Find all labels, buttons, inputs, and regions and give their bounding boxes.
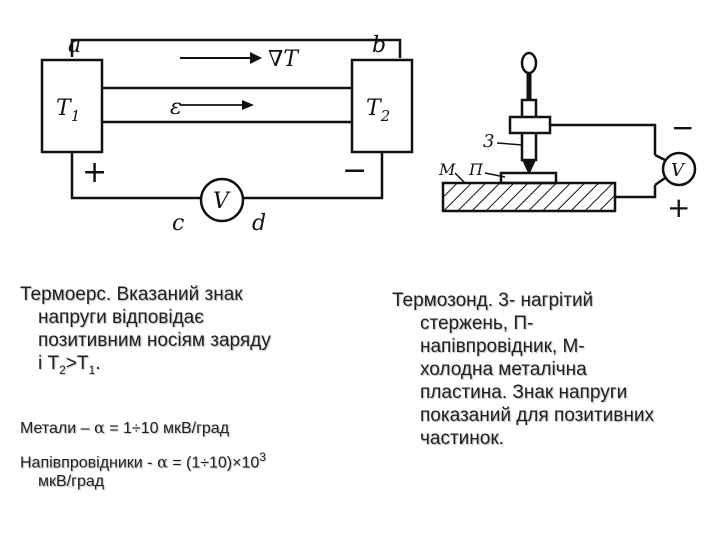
thermoprobe-diagram: 3 M П V − +: [425, 45, 715, 225]
right-caption-line2: стержень, П-: [420, 313, 534, 334]
label-minus: −: [342, 153, 367, 188]
semiconductor-sample: [499, 171, 558, 185]
label-t1: T1: [56, 96, 80, 125]
right-caption-line6: показаний для позитивних: [420, 405, 654, 426]
probe-voltmeter: [661, 151, 697, 187]
probe-voltmeter-label: V: [671, 160, 686, 181]
thermo-emf-diagram: a b T1 T2 ∇T ε + − V c d: [30, 30, 420, 250]
probe-clamp: [508, 115, 552, 135]
formula-semiconductors: Напівпровідники - α = (1÷10)×103 мкВ/гра…: [20, 448, 380, 491]
right-caption-line1: Термозонд. 3- нагрітий: [392, 290, 594, 311]
probe-tip: [522, 160, 536, 175]
voltmeter-link-bottom: [654, 176, 666, 187]
right-caption-line4: холодна металічна: [420, 359, 587, 380]
label-grad: ∇T: [268, 47, 300, 72]
voltmeter-link-top: [654, 153, 666, 162]
formula-metals: Метали – α = 1÷10 мкВ/град: [20, 418, 230, 437]
bottom-wire-right: [243, 152, 384, 200]
label-plus: +: [82, 155, 107, 190]
label-b: b: [372, 33, 386, 58]
right-caption-line7: частинок.: [420, 428, 504, 449]
voltmeter: [199, 177, 245, 223]
right-caption: Термозонд. 3- нагрітий стержень, П- напі…: [392, 289, 720, 450]
leader-m: [454, 172, 466, 184]
label-3: 3: [483, 131, 494, 152]
probe-ring: [520, 51, 538, 75]
carrier-arrow-head: [242, 100, 254, 110]
left-caption-line4: і T2>T1.: [38, 353, 101, 377]
label-c: c: [172, 211, 184, 236]
metal-plate: [441, 181, 617, 213]
right-caption-line3: напівпровідник, М-: [420, 336, 585, 357]
top-wire: [70, 38, 402, 58]
formula-semiconductors-unit: мкВ/град: [38, 473, 105, 491]
probe-plus: +: [667, 191, 690, 224]
grad-arrow-head: [250, 52, 262, 64]
right-caption-line5: пластина. Знак напруги: [420, 382, 628, 403]
block-t2: [350, 58, 414, 154]
left-caption-line1: Термоерс. Вказаний знак: [20, 284, 243, 305]
left-caption-line2: напруги відповідає: [38, 307, 204, 328]
voltmeter-label: V: [213, 189, 231, 214]
plate-wire: [615, 185, 657, 199]
label-m: M: [438, 160, 456, 179]
label-d: d: [252, 211, 266, 236]
leader-p: [484, 172, 506, 178]
label-t2: T2: [366, 96, 390, 125]
bottom-wire-left: [70, 152, 201, 200]
probe-wire: [550, 123, 657, 155]
probe-minus: −: [671, 111, 694, 144]
block-t1: [40, 58, 104, 154]
left-caption: Термоерс. Вказаний знак напруги відповід…: [20, 283, 388, 382]
label-a: a: [68, 33, 81, 58]
leader-3: [496, 142, 524, 146]
left-caption-line3: позитивним носіям заряду: [38, 330, 271, 351]
label-carrier: ε: [170, 95, 182, 120]
label-p: П: [468, 160, 484, 179]
